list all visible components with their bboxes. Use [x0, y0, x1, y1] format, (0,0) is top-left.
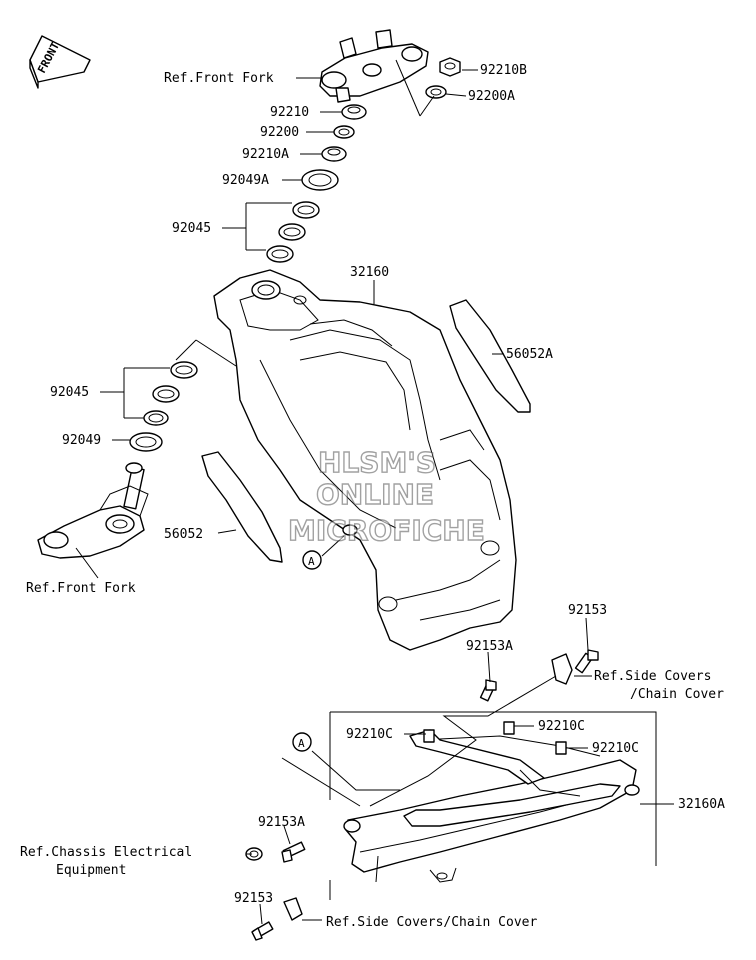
marker-a-subframe: A	[292, 732, 312, 752]
label-92200: 92200	[260, 125, 299, 140]
nut-92210c-3	[555, 741, 567, 755]
leader-lines	[75, 59, 674, 925]
label-92210a: 92210A	[242, 147, 289, 162]
label-ref-chassis-1: Ref.Chassis Electrical	[20, 845, 192, 860]
label-ref-front-fork-top: Ref.Front Fork	[164, 71, 274, 86]
seal-92049a	[301, 169, 339, 191]
seal-92049	[129, 432, 163, 452]
label-92210b: 92210B	[480, 63, 527, 78]
label-92049: 92049	[62, 433, 101, 448]
bolt-92153a-bottom	[281, 841, 306, 863]
bracket-side-cover-top	[551, 653, 573, 685]
top-nut-92210b	[439, 57, 461, 77]
svg-text:A: A	[298, 737, 305, 750]
nut-92210a	[321, 146, 347, 162]
label-92045-upper: 92045	[172, 221, 211, 236]
svg-text:ONLINE: ONLINE	[316, 478, 434, 511]
label-ref-side-covers-1: Ref.Side Covers	[594, 669, 711, 684]
label-56052: 56052	[164, 527, 203, 542]
label-92153-top: 92153	[568, 603, 607, 618]
panel-56052a	[449, 299, 531, 413]
label-56052a: 56052A	[506, 347, 553, 362]
bearing-92045-upper-c	[266, 245, 294, 263]
main-frame-32160	[213, 269, 517, 651]
bearing-92045-lower-a	[170, 361, 198, 379]
marker-a-frame: A	[302, 550, 322, 570]
bearing-92045-lower-b	[152, 385, 180, 403]
label-92210c-2: 92210C	[538, 719, 585, 734]
svg-text:HLSM'S: HLSM'S	[318, 446, 436, 479]
bolt-92153-top	[574, 649, 599, 674]
svg-text:A: A	[308, 555, 315, 568]
nut-92210	[341, 104, 367, 120]
label-92153-bottom: 92153	[234, 891, 273, 906]
label-92210c-3: 92210C	[592, 741, 639, 756]
label-32160a: 32160A	[678, 797, 725, 812]
grommet-chassis-electrical	[245, 847, 263, 861]
panel-56052	[201, 451, 283, 563]
bearing-92045-upper-a	[292, 201, 320, 219]
bearing-92045-upper-b	[278, 223, 306, 241]
label-ref-front-fork-bottom: Ref.Front Fork	[26, 581, 136, 596]
svg-text:MICROFICHE: MICROFICHE	[288, 514, 485, 547]
front-arrow-icon: FRONT	[29, 35, 91, 89]
bearing-92045-lower-c	[143, 410, 169, 426]
label-ref-chassis-2: Equipment	[56, 863, 126, 878]
subframe-32160a	[343, 729, 640, 883]
watermark: HLSM'S ONLINE MICROFICHE	[287, 445, 485, 547]
label-92153a-bottom: 92153A	[258, 815, 305, 830]
lower-triple-clamp	[37, 462, 149, 559]
upper-triple-clamp	[319, 29, 429, 103]
washer-92200	[333, 125, 355, 139]
label-92045-lower: 92045	[50, 385, 89, 400]
label-92153a-top: 92153A	[466, 639, 513, 654]
label-92210: 92210	[270, 105, 309, 120]
label-92200a: 92200A	[468, 89, 515, 104]
label-ref-side-covers-2: /Chain Cover	[630, 687, 724, 702]
bolt-92153a-top	[479, 679, 497, 702]
label-32160: 32160	[350, 265, 389, 280]
nut-92210c-1	[423, 729, 435, 743]
bracket-side-cover-bottom	[283, 897, 303, 921]
label-92049a: 92049A	[222, 173, 269, 188]
washer-92200a	[425, 85, 447, 99]
nut-92210c-2	[503, 721, 515, 735]
label-ref-side-covers-bottom: Ref.Side Covers/Chain Cover	[326, 915, 537, 930]
label-92210c-1: 92210C	[346, 727, 393, 742]
bolt-92153-bottom	[251, 921, 274, 941]
part-labels: Ref.Front Fork 92210B 92200A 92210 92200…	[20, 63, 725, 930]
